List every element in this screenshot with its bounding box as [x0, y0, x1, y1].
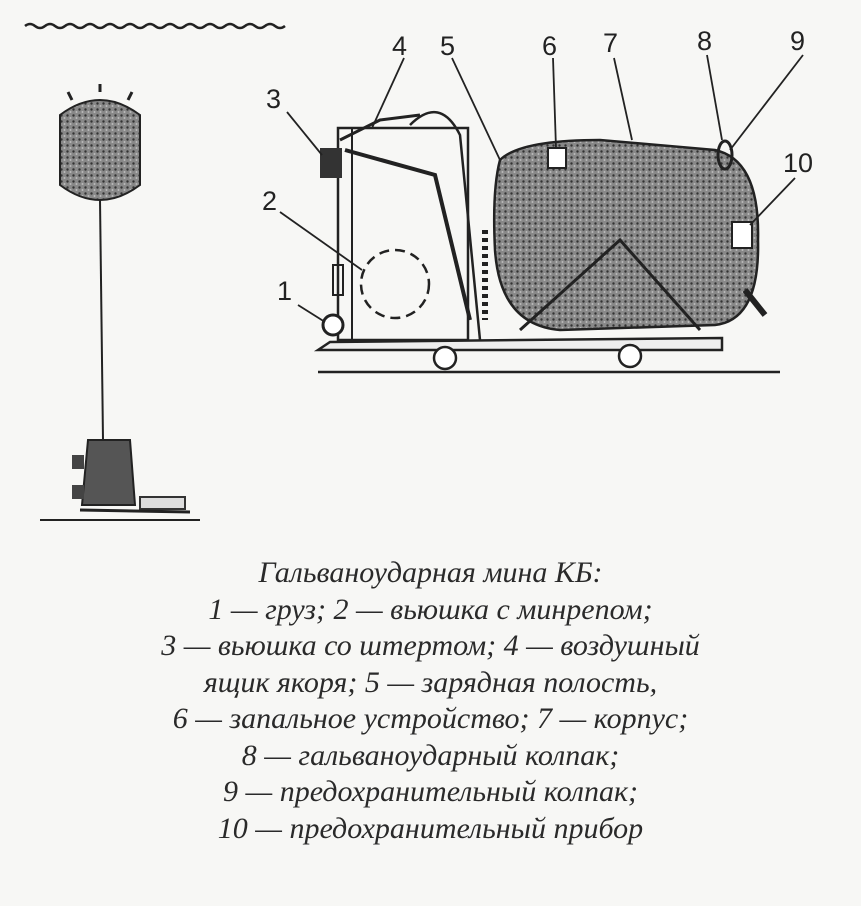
caption-line: 1 — груз; 2 — вьюшка с минрепом; — [208, 592, 653, 626]
caption-line: 3 — вьюшка со штертом; 4 — воздушный — [161, 629, 700, 662]
caption-line: 8 — гальваноударный колпак; — [241, 738, 620, 772]
caption-line: ящик якоря; 5 — зарядная полость, — [203, 665, 658, 699]
label-8: 8 — [697, 26, 712, 56]
label-7: 7 — [603, 28, 618, 58]
label-6: 6 — [542, 31, 557, 61]
label-9: 9 — [790, 26, 805, 56]
caption-line: 9 — предохранительный колпак; — [223, 775, 638, 808]
label-4: 4 — [392, 31, 407, 61]
water-surface-line — [24, 22, 286, 30]
figure-caption: Гальваноударная мина КБ: 1 — груз; 2 — в… — [0, 555, 861, 847]
mine-on-anchor-figure: 1 2 3 4 5 6 7 8 9 10 — [262, 26, 813, 374]
caption-line: 6 — запальное устройство; 7 — корпус; — [172, 702, 689, 735]
label-1: 1 — [277, 276, 292, 306]
caption-line: 10 — предохранительный прибор — [217, 811, 644, 845]
label-3: 3 — [266, 84, 281, 114]
caption-title: Гальваноударная мина КБ: — [258, 556, 603, 589]
label-2: 2 — [262, 186, 277, 216]
moored-mine-figure — [40, 84, 200, 521]
label-10: 10 — [783, 148, 813, 178]
label-5: 5 — [440, 31, 455, 61]
